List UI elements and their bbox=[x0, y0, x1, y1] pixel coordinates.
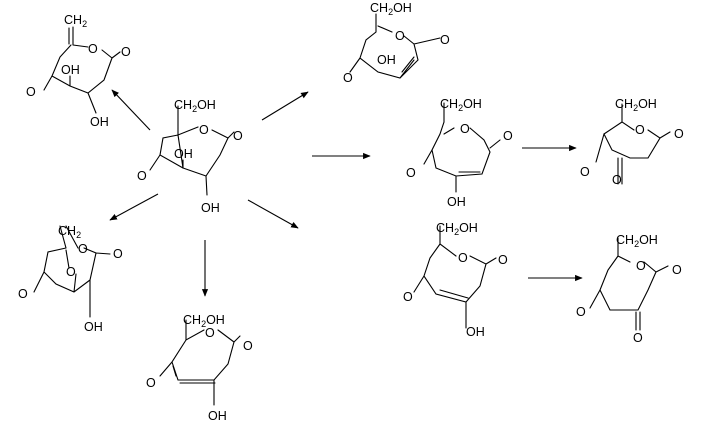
reaction-arrow-to-lower-enol bbox=[247, 199, 299, 229]
hydroxyl-label: OH bbox=[61, 63, 80, 77]
oxygen-label: O bbox=[580, 165, 590, 179]
oxygen-label: O bbox=[406, 166, 416, 180]
reaction-arrow-to-top-left bbox=[111, 89, 151, 131]
bottom-center-enol-molecule: CH2OH O O O OH bbox=[146, 313, 253, 423]
svg-text:CH2: CH2 bbox=[58, 224, 81, 240]
hydroxyl-label: OH bbox=[90, 115, 109, 129]
bottom-left-anhydro-molecule: CH2 O O O O OH bbox=[18, 224, 123, 334]
ring-oxygen-label: O bbox=[88, 42, 98, 56]
hydroxyl-label: OH bbox=[377, 53, 396, 67]
ch2-label: CH bbox=[58, 224, 76, 238]
right-keto-molecule-upper: CH2OH O O O O bbox=[580, 97, 684, 187]
ketone-oxygen-label: O bbox=[612, 173, 622, 187]
oxygen-label: O bbox=[18, 287, 28, 301]
ring-oxygen-label: O bbox=[395, 29, 405, 43]
middle-enol-molecule-lower: CH2OH O O O OH bbox=[403, 221, 508, 339]
svg-text:CH2OH: CH2OH bbox=[616, 233, 658, 249]
bridge-oxygen-label: O bbox=[66, 265, 76, 279]
hydroxyl-label: OH bbox=[84, 320, 103, 334]
central-glucose-molecule: CH2OH O O OH O OH bbox=[137, 98, 243, 215]
oxygen-label: O bbox=[503, 129, 513, 143]
ring-oxygen-label: O bbox=[636, 259, 646, 273]
svg-text:CH2OH: CH2OH bbox=[615, 97, 657, 113]
oxygen-label: O bbox=[233, 129, 243, 143]
svg-text:CH2OH: CH2OH bbox=[436, 221, 478, 237]
oxygen-label: O bbox=[343, 71, 353, 85]
oxygen-label: O bbox=[26, 85, 36, 99]
oxygen-label: O bbox=[674, 127, 684, 141]
right-keto-molecule-lower: CH2OH O O O O bbox=[576, 233, 682, 345]
reaction-arrow-to-top-middle bbox=[261, 91, 309, 121]
oxygen-label: O bbox=[672, 263, 682, 277]
ch2-label: CH bbox=[64, 13, 82, 27]
hydroxyl-label: OH bbox=[201, 201, 220, 215]
svg-text:CH2: CH2 bbox=[64, 13, 87, 29]
ch2oh-label: CH bbox=[436, 221, 454, 235]
ch2oh-label: CH bbox=[183, 313, 201, 327]
reaction-arrow-to-bottom-left bbox=[109, 193, 159, 221]
ch2oh-label: CH bbox=[616, 233, 634, 247]
oxygen-label: O bbox=[121, 45, 131, 59]
ring-oxygen-label: O bbox=[205, 326, 215, 340]
svg-text:CH2OH: CH2OH bbox=[183, 313, 225, 329]
hydroxyl-label: OH bbox=[466, 325, 485, 339]
ch2oh-label: CH bbox=[370, 1, 388, 15]
hydroxyl-label: OH bbox=[208, 409, 227, 423]
oxygen-label: O bbox=[137, 169, 147, 183]
ch2oh-label: CH bbox=[174, 98, 192, 112]
hydroxyl-label: OH bbox=[447, 195, 466, 209]
ketone-oxygen-label: O bbox=[633, 331, 643, 345]
oxygen-label: O bbox=[113, 247, 123, 261]
ring-oxygen-label: O bbox=[458, 251, 468, 265]
top-middle-unsaturated-molecule: CH2OH O O OH O bbox=[343, 1, 450, 85]
ring-oxygen-label: O bbox=[460, 122, 470, 136]
middle-enol-molecule-upper: CH2OH O O O OH bbox=[406, 97, 513, 209]
oxygen-label: O bbox=[498, 253, 508, 267]
oxygen-label: O bbox=[440, 33, 450, 47]
svg-text:CH2OH: CH2OH bbox=[370, 1, 412, 17]
ring-oxygen-label: O bbox=[199, 123, 209, 137]
top-left-exo-methylene-molecule: CH2 O O OH O OH bbox=[26, 13, 131, 129]
ring-oxygen-label: O bbox=[635, 123, 645, 137]
oxygen-label: O bbox=[146, 376, 156, 390]
oxygen-label: O bbox=[576, 305, 586, 319]
ch2oh-label: CH bbox=[615, 97, 633, 111]
oxygen-label: O bbox=[403, 290, 413, 304]
svg-text:CH2OH: CH2OH bbox=[174, 98, 216, 114]
hydroxyl-label: OH bbox=[174, 147, 193, 161]
svg-text:CH2OH: CH2OH bbox=[440, 97, 482, 113]
oxygen-label: O bbox=[243, 339, 253, 353]
ring-oxygen-label: O bbox=[78, 242, 88, 256]
ch2oh-label: CH bbox=[440, 97, 458, 111]
